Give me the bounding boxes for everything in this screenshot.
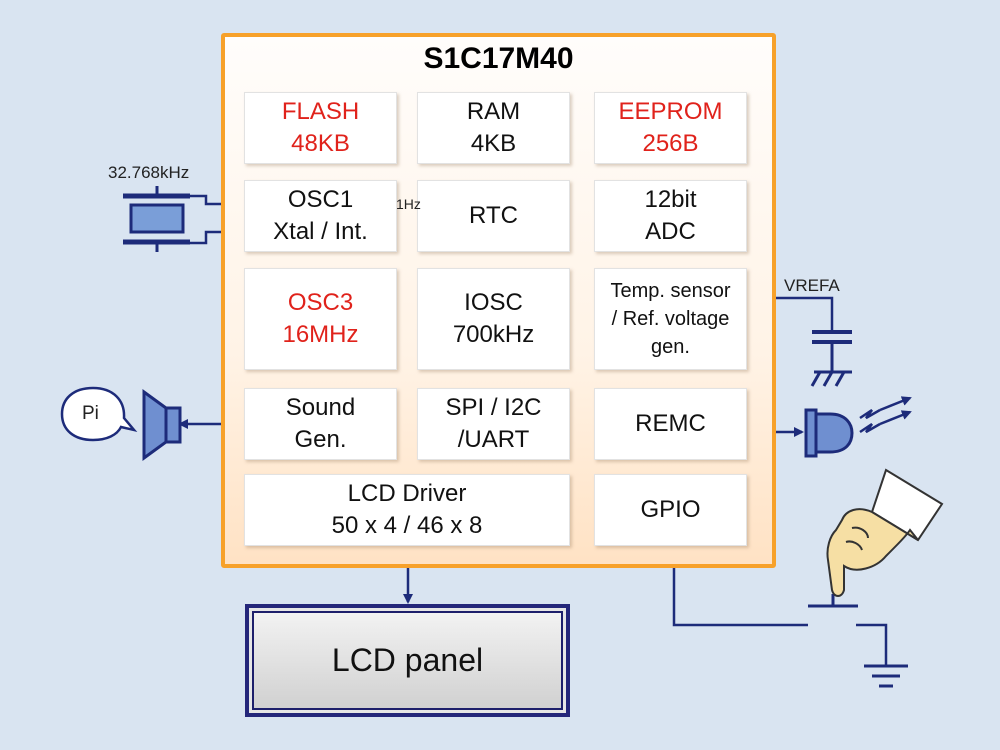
- chip-name: S1C17M40: [423, 42, 574, 75]
- lcd-driver-label: LCD Driver: [347, 480, 467, 507]
- gpio-block: GPIO: [594, 474, 747, 546]
- flash-block: FLASH 48KB: [244, 92, 397, 164]
- sound-label: Sound: [285, 394, 356, 421]
- temp-line-2: / Ref. voltage: [611, 308, 730, 330]
- iosc-block: IOSC 700kHz: [417, 268, 570, 370]
- flash-size: 48KB: [291, 130, 350, 157]
- eeprom-label: EEPROM: [618, 98, 723, 125]
- remc-block: REMC: [594, 388, 747, 460]
- osc3-freq: 16MHz: [282, 321, 359, 348]
- speaker-sound-text: Pi: [82, 403, 99, 424]
- osc3-block: OSC3 16MHz: [244, 268, 397, 370]
- adc-block: 12bit ADC: [594, 180, 747, 252]
- push-switch-icon: [808, 594, 858, 608]
- temp-line-3: gen.: [651, 336, 690, 358]
- osc3-label: OSC3: [287, 289, 354, 316]
- iosc-label: IOSC: [464, 289, 523, 316]
- switch-ground-wire: [856, 623, 888, 665]
- crystal-frequency-label: 32.768kHz: [108, 163, 190, 182]
- osc1-block: OSC1 Xtal / Int.: [244, 180, 397, 252]
- iosc-freq: 700kHz: [452, 321, 535, 348]
- flash-label: FLASH: [281, 98, 360, 125]
- crystal-icon: [123, 186, 190, 252]
- ram-label: RAM: [466, 98, 521, 125]
- osc1-label: OSC1: [287, 186, 354, 213]
- lcd-driver-config: 50 x 4 / 46 x 8: [331, 512, 483, 539]
- temp-line-1: Temp. sensor: [610, 280, 731, 302]
- ram-size: 4KB: [470, 130, 517, 157]
- ram-block: RAM 4KB: [417, 92, 570, 164]
- speaker-icon: [142, 389, 182, 461]
- vrefa-label: VREFA: [784, 276, 840, 295]
- temp-sensor-block: Temp. sensor / Ref. voltage gen.: [594, 268, 747, 370]
- gpio-label: GPIO: [640, 496, 701, 523]
- lcd-panel: LCD panel: [245, 604, 570, 717]
- rtc-block: RTC: [417, 180, 570, 252]
- eeprom-block: EEPROM 256B: [594, 92, 747, 164]
- remc-label: REMC: [635, 410, 706, 437]
- lcd-panel-label: LCD panel: [331, 642, 484, 678]
- spi-i2c-uart-block: SPI / I2C /UART: [417, 388, 570, 460]
- light-emission-icon: [859, 396, 912, 434]
- lcd-driver-block: LCD Driver 50 x 4 / 46 x 8: [244, 474, 570, 546]
- switch-gpio-arrow: [669, 558, 808, 627]
- pointing-hand-icon: [826, 468, 944, 597]
- adc-label: ADC: [645, 218, 696, 245]
- eeprom-size: 256B: [642, 130, 699, 157]
- ground-icon: [864, 664, 908, 688]
- rtc-clock-label: 1Hz: [396, 196, 421, 212]
- rtc-label: RTC: [469, 202, 518, 229]
- uart-label: /UART: [457, 426, 530, 453]
- led-icon: [804, 408, 854, 458]
- sound-gen-block: Sound Gen.: [244, 388, 397, 460]
- osc1-type: Xtal / Int.: [273, 218, 368, 245]
- sound-label-2: Gen.: [294, 426, 347, 453]
- spi-label: SPI / I2C: [445, 394, 542, 421]
- speech-bubble-icon: [60, 386, 138, 442]
- adc-resolution: 12bit: [644, 186, 697, 213]
- capacitor-icon: [810, 330, 852, 387]
